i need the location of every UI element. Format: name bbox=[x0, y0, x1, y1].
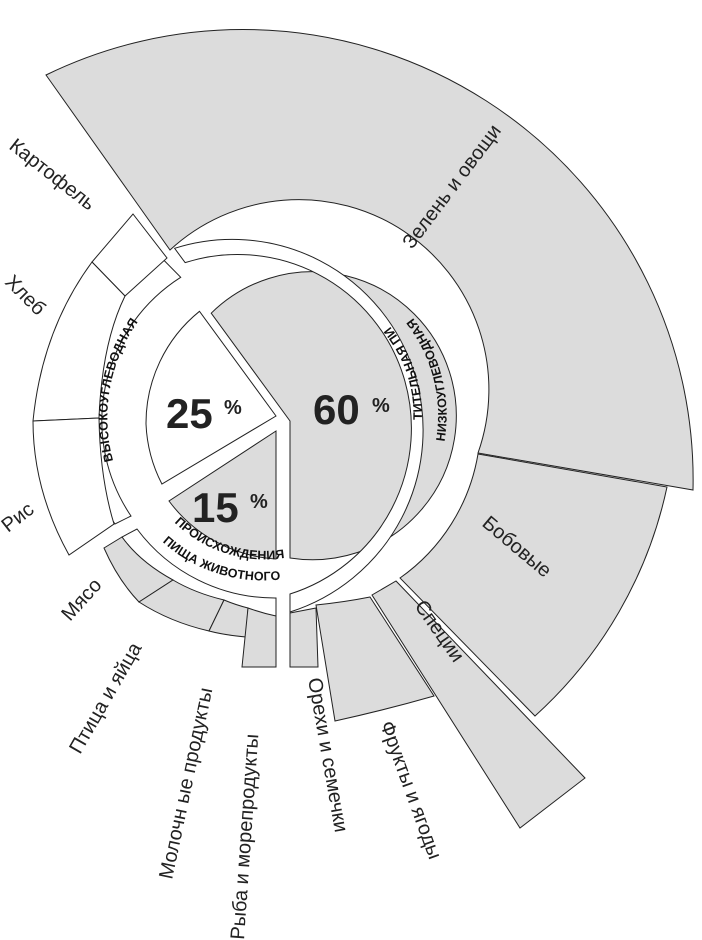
inner-slice-high-carb bbox=[145, 310, 277, 485]
inner-slice-animal bbox=[168, 430, 277, 560]
outer-segment-spices bbox=[371, 580, 586, 829]
inner-pct-25: 25 % bbox=[166, 390, 242, 437]
label-poultry: Птица и яйца bbox=[65, 638, 147, 757]
svg-text:15: 15 bbox=[192, 484, 239, 531]
inner-pct-15: 15 % bbox=[192, 484, 268, 531]
label-bread: Хлеб bbox=[0, 271, 49, 320]
svg-text:25: 25 bbox=[166, 390, 213, 437]
outer-segment-rice bbox=[32, 417, 115, 556]
label-fruits: Фрукты и ягоды bbox=[375, 718, 445, 862]
outer-segment-seafood bbox=[241, 607, 277, 668]
label-meat: Мясо bbox=[57, 574, 106, 625]
svg-text:60: 60 bbox=[313, 386, 360, 433]
label-rice: Рис bbox=[0, 498, 38, 537]
label-potato: Картофель bbox=[5, 135, 99, 215]
outer-segment-greens bbox=[45, 29, 694, 491]
svg-text:%: % bbox=[372, 395, 390, 417]
label-dairy: Молочн ые продукты bbox=[155, 686, 217, 881]
svg-text:%: % bbox=[250, 491, 268, 513]
label-seafood: Рыба и морепродукты bbox=[227, 733, 263, 940]
outer-segment-nuts bbox=[289, 607, 319, 668]
outer-segment-fruits bbox=[315, 596, 435, 722]
ring-low-carb-plant bbox=[173, 238, 424, 613]
svg-text:%: % bbox=[224, 397, 242, 419]
outer-segment-legumes bbox=[399, 453, 668, 717]
inner-pct-60: 60 % bbox=[313, 386, 390, 433]
